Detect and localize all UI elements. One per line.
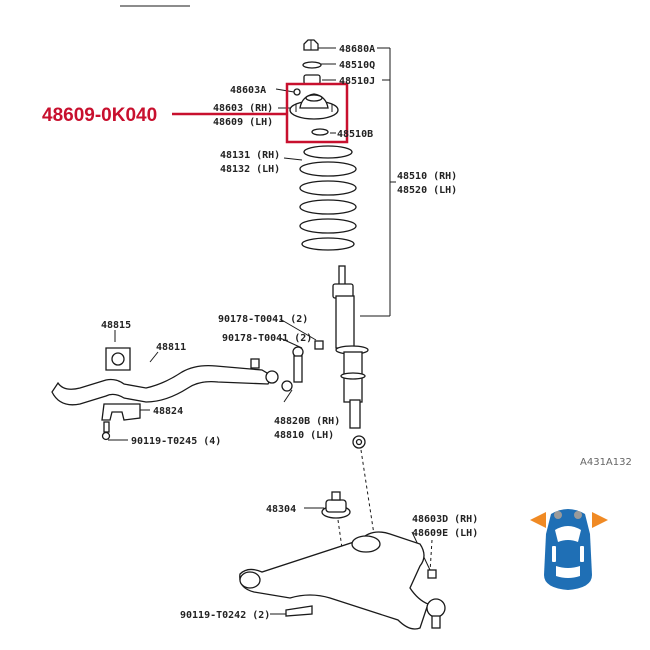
label-48510Q: 48510Q	[339, 60, 375, 71]
label-48510: 48510 (RH)	[397, 171, 457, 182]
label-48810: 48810 (LH)	[274, 430, 334, 441]
bushing-48815	[105, 347, 131, 371]
leader-lines	[108, 47, 431, 615]
label-48520: 48520 (LH)	[397, 185, 457, 196]
coil-spring-48131	[299, 145, 357, 251]
alignment-line-bumper	[337, 519, 343, 549]
label-90178-b: 90178-T0041 (2)	[222, 333, 312, 344]
label-48609: 48609 (LH)	[213, 117, 273, 128]
nut-48603A	[293, 88, 301, 96]
upper-support-48609	[289, 93, 339, 120]
label-48603D: 48603D (RH)	[412, 514, 478, 525]
lower-control-arm	[239, 531, 446, 630]
label-90178-a: 90178-T0041 (2)	[218, 314, 308, 325]
reference-code: A431A132	[580, 457, 632, 468]
alignment-line-bolt	[429, 539, 433, 573]
label-90119-a: 90119-T0245 (4)	[131, 436, 221, 447]
label-48304: 48304	[266, 504, 296, 515]
bumper-48510B	[311, 128, 329, 136]
label-48680A: 48680A	[339, 44, 375, 55]
left-arrow-icon	[530, 512, 546, 528]
cushion-48510J	[303, 74, 321, 85]
bolt-90119-T0245	[101, 421, 111, 441]
stabilizer-bar-48811	[51, 364, 279, 406]
label-48510B: 48510B	[337, 129, 373, 140]
label-48609E: 48609E (LH)	[412, 528, 478, 539]
bracket-48824	[101, 403, 141, 421]
highlight-part-number: 48609-0K040	[42, 105, 157, 126]
label-90119-b: 90119-T0242 (2)	[180, 610, 270, 621]
label-48820B: 48820B (RH)	[274, 416, 340, 427]
shock-absorber-48510	[332, 265, 369, 449]
label-48815: 48815	[101, 320, 131, 331]
label-48510J: 48510J	[339, 76, 375, 87]
washer-48510Q	[302, 61, 322, 69]
label-48603A: 48603A	[230, 85, 266, 96]
label-48811: 48811	[156, 342, 186, 353]
bound-bumper-48304	[321, 491, 351, 519]
front-suspension-car-icon	[530, 509, 608, 590]
right-arrow-icon	[592, 512, 608, 528]
label-48132: 48132 (LH)	[220, 164, 280, 175]
upper-nut-48680A	[303, 39, 319, 51]
label-48131: 48131 (RH)	[220, 150, 280, 161]
label-48824: 48824	[153, 406, 183, 417]
stabilizer-link-48820B	[250, 340, 324, 392]
label-48603: 48603 (RH)	[213, 103, 273, 114]
